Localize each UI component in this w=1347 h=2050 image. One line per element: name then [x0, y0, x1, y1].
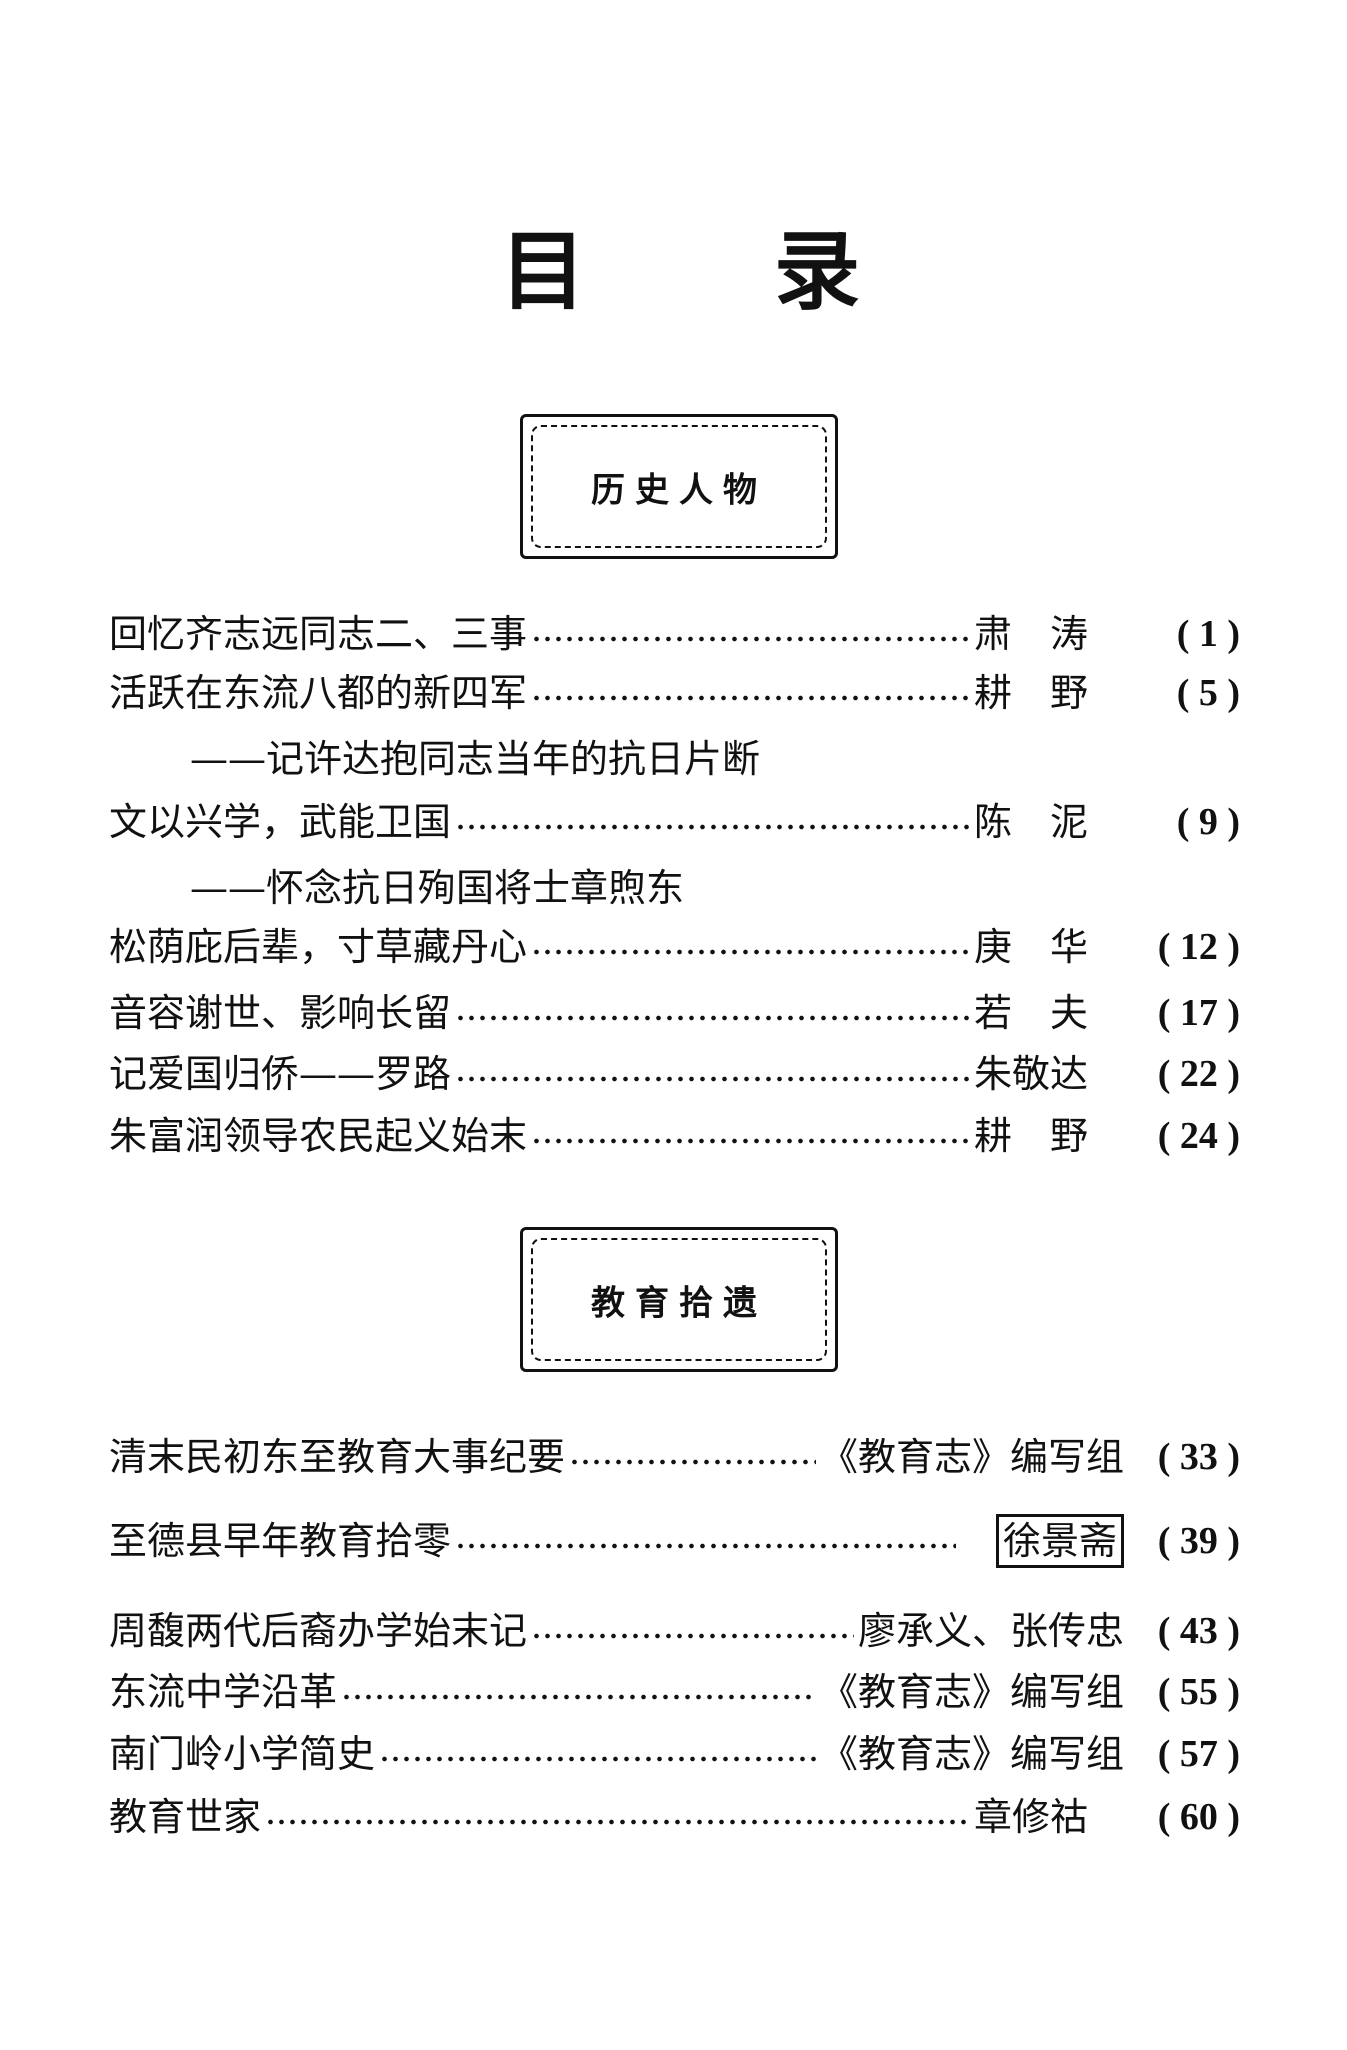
entry-title: 清末民初东至教育大事纪要: [109, 1435, 566, 1479]
toc-entry[interactable]: 活跃在东流八都的新四军 耕 野 ( 5 ): [109, 669, 1240, 717]
entry-author: 耕 野: [974, 1114, 1089, 1158]
toc-entry[interactable]: 文以兴学，武能卫国 陈 泥 ( 9 ): [109, 798, 1240, 846]
title-char: 录: [774, 222, 860, 322]
entry-author: 《教育志》编写组: [819, 1670, 1124, 1714]
toc-entry[interactable]: 记爱国归侨——罗路 朱敬达 ( 22 ): [109, 1050, 1240, 1098]
dot-leader: [455, 1014, 970, 1022]
entry-author: 《教育志》编写组: [819, 1435, 1124, 1479]
entry-title: 松荫庇后辈，寸草藏丹心: [109, 925, 528, 969]
entry-title: 南门岭小学简史: [109, 1732, 376, 1776]
entry-author: 庚 华: [974, 925, 1089, 969]
entry-page: ( 60 ): [1157, 1796, 1240, 1838]
section-heading-history: 历史人物: [520, 414, 838, 559]
entry-author: 肃 涛: [974, 612, 1089, 656]
entry-page: ( 9 ): [1176, 801, 1240, 843]
entry-title: 至德县早年教育拾零: [109, 1519, 452, 1563]
dot-leader: [455, 1542, 956, 1550]
entry-page: ( 33 ): [1157, 1436, 1240, 1478]
entry-page: ( 24 ): [1157, 1115, 1240, 1157]
entry-subtitle: ——记许达抱同志当年的抗日片断: [190, 737, 761, 781]
entry-author: 《教育志》编写组: [819, 1732, 1124, 1776]
entry-title: 文以兴学，武能卫国: [109, 800, 452, 844]
entry-page: ( 1 ): [1176, 613, 1240, 655]
entry-author: 陈 泥: [974, 800, 1089, 844]
entry-title: 周馥两代后裔办学始末记: [109, 1609, 528, 1653]
entry-page: ( 39 ): [1157, 1520, 1240, 1562]
entry-author: 若 夫: [974, 991, 1089, 1035]
dot-leader: [569, 1458, 816, 1466]
dot-leader: [531, 1632, 854, 1640]
entry-page: ( 5 ): [1176, 672, 1240, 714]
toc-entry[interactable]: 至德县早年教育拾零 徐景斋 ( 39 ): [109, 1514, 1240, 1568]
entry-title: 朱富润领导农民起义始末: [109, 1114, 528, 1158]
entry-page: ( 12 ): [1157, 926, 1240, 968]
dot-leader: [341, 1693, 816, 1701]
dot-leader: [531, 1137, 970, 1145]
entry-page: ( 57 ): [1157, 1733, 1240, 1775]
toc-entry[interactable]: 南门岭小学简史 《教育志》编写组 ( 57 ): [109, 1730, 1240, 1778]
page-title: 目 录: [500, 222, 860, 322]
toc-entry[interactable]: 松荫庇后辈，寸草藏丹心 庚 华 ( 12 ): [109, 923, 1240, 971]
toc-entry[interactable]: 朱富润领导农民起义始末 耕 野 ( 24 ): [109, 1112, 1240, 1160]
entry-author: 徐景斋: [995, 1514, 1124, 1568]
entry-title: 教育世家: [109, 1795, 262, 1839]
entry-title: 东流中学沿革: [109, 1670, 338, 1714]
section-heading-education: 教育拾遗: [520, 1227, 838, 1372]
dot-leader: [265, 1818, 970, 1826]
dot-leader: [455, 1075, 970, 1083]
entry-page: ( 17 ): [1157, 992, 1240, 1034]
dot-leader: [531, 948, 970, 956]
entry-title: 活跃在东流八都的新四军: [109, 671, 528, 715]
toc-entry[interactable]: 教育世家 章修祜 ( 60 ): [109, 1793, 1240, 1841]
entry-subtitle: ——怀念抗日殉国将士章煦东: [190, 866, 685, 910]
entry-page: ( 43 ): [1157, 1610, 1240, 1652]
dot-leader: [531, 694, 970, 702]
section-heading-label: 教育拾遗: [591, 1283, 767, 1323]
entry-author: 朱敬达: [974, 1052, 1089, 1096]
toc-entry[interactable]: 音容谢世、影响长留 若 夫 ( 17 ): [109, 989, 1240, 1037]
entry-title: 记爱国归侨——罗路: [109, 1052, 452, 1096]
entry-page: ( 55 ): [1157, 1671, 1240, 1713]
title-char: 目: [500, 222, 586, 322]
entry-author: 耕 野: [974, 671, 1089, 715]
entry-author: 章修祜: [974, 1795, 1089, 1839]
entry-title: 音容谢世、影响长留: [109, 991, 452, 1035]
entry-page: ( 22 ): [1157, 1053, 1240, 1095]
toc-entry[interactable]: 回忆齐志远同志二、三事 肃 涛 ( 1 ): [109, 610, 1240, 658]
dot-leader: [379, 1755, 816, 1763]
toc-entry[interactable]: 清末民初东至教育大事纪要 《教育志》编写组 ( 33 ): [109, 1433, 1240, 1481]
toc-entry[interactable]: 周馥两代后裔办学始末记 廖承义、张传忠 ( 43 ): [109, 1607, 1240, 1655]
dot-leader: [531, 635, 970, 643]
entry-title: 回忆齐志远同志二、三事: [109, 612, 528, 656]
section-heading-label: 历史人物: [591, 470, 767, 510]
dot-leader: [455, 823, 970, 831]
entry-author: 廖承义、张传忠: [857, 1609, 1124, 1653]
toc-entry[interactable]: 东流中学沿革 《教育志》编写组 ( 55 ): [109, 1668, 1240, 1716]
